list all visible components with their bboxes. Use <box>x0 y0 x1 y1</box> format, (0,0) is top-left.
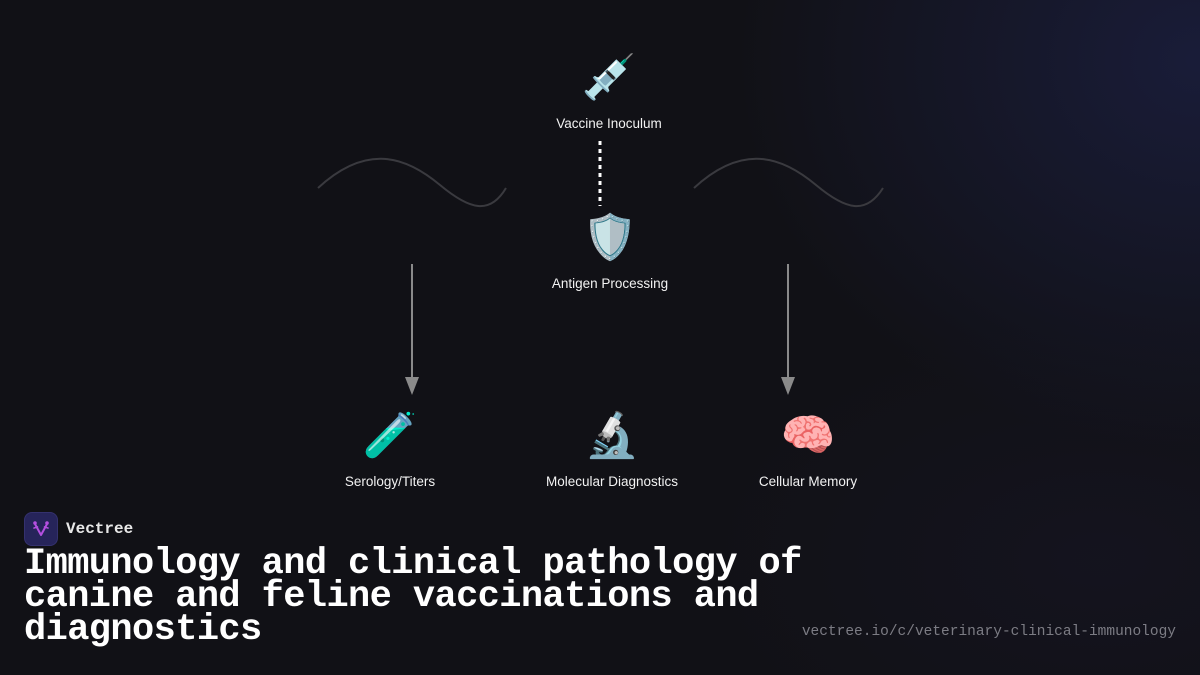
node-label: Antigen Processing <box>551 276 669 291</box>
arrow-to-serology <box>405 264 419 395</box>
shield-icon: 🛡️ <box>582 213 638 262</box>
node-antigen-processing: 🛡️ Antigen Processing <box>552 212 668 291</box>
node-vaccine-inoculum: 💉 Vaccine Inoculum <box>556 52 662 131</box>
microscope-icon: 🔬 <box>584 411 640 460</box>
right-wave-decoration <box>693 157 884 207</box>
test-tube-icon: 🧪 <box>362 411 418 460</box>
node-molecular-diagnostics: 🔬 Molecular Diagnostics <box>546 410 678 489</box>
arrow-to-cellular-memory <box>781 264 795 395</box>
brand: Vectree <box>24 512 133 546</box>
node-label: Molecular Diagnostics <box>545 474 679 489</box>
node-cellular-memory: 🧠 Cellular Memory <box>759 410 857 489</box>
node-label: Cellular Memory <box>758 474 858 489</box>
vectree-logo-icon <box>24 512 58 546</box>
brand-name: Vectree <box>66 520 134 538</box>
syringe-icon: 💉 <box>581 53 637 102</box>
node-label: Serology/Titers <box>344 474 436 489</box>
node-label: Vaccine Inoculum <box>556 116 662 131</box>
node-serology-titers: 🧪 Serology/Titers <box>345 410 435 489</box>
page-url: vectree.io/c/veterinary-clinical-immunol… <box>801 624 1176 640</box>
brain-icon: 🧠 <box>780 411 836 460</box>
left-wave-decoration <box>317 157 507 207</box>
page-title: Immunology and clinical pathology of can… <box>24 543 802 651</box>
